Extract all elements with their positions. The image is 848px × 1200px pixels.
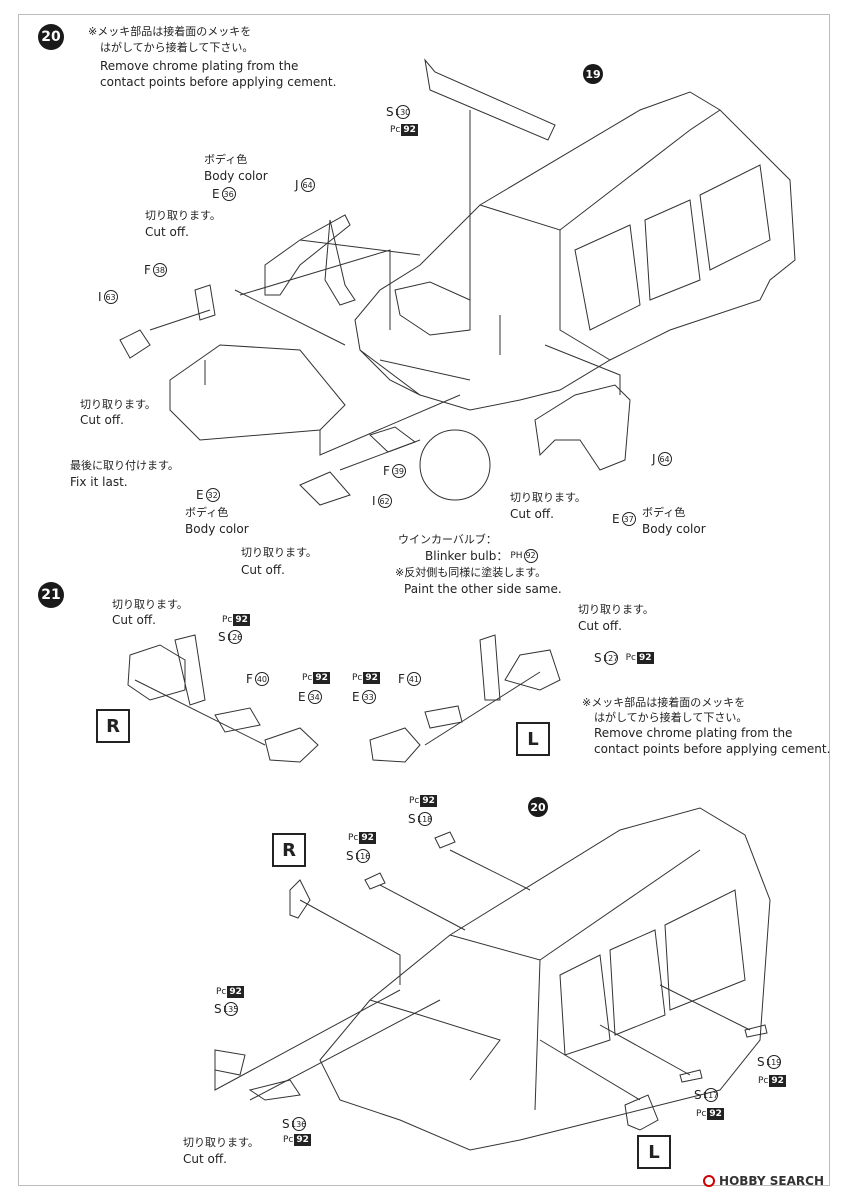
cutoff-en-1: Cut off.: [145, 225, 189, 239]
body-color-jp-e32: ボディ色: [185, 506, 229, 519]
chrome-note-en-2: contact points before applying cement.: [100, 75, 337, 89]
other-side-jp: ※反対側も同様に塗装します。: [395, 566, 547, 579]
body-part-20-badge: 20: [528, 797, 548, 817]
hobby-search-logo-icon: [703, 1175, 716, 1187]
side-label-l-lower: L: [637, 1135, 671, 1169]
step-number-20: 20: [38, 24, 64, 50]
body-color-en-e37: Body color: [642, 522, 706, 536]
cutoff-en-2: Cut off.: [80, 413, 124, 427]
chrome-note-en-1: Remove chrome plating from the: [100, 59, 299, 73]
cutoff-jp-6: 切り取ります。: [578, 603, 654, 616]
blinker-en: Blinker bulb：: [425, 549, 509, 563]
cutoff-en-5: Cut off.: [112, 613, 156, 627]
cutoff-en-3: Cut off.: [241, 563, 285, 577]
chrome-note-2-en-2: contact points before applying cement.: [594, 742, 831, 756]
step-number-21: 21: [38, 582, 64, 608]
cutoff-en-7: Cut off.: [183, 1152, 227, 1166]
cutoff-jp-1: 切り取ります。: [145, 209, 221, 222]
side-label-l-upper: L: [516, 722, 550, 756]
body-color-en-e32: Body color: [185, 522, 249, 536]
cutoff-en-6: Cut off.: [578, 619, 622, 633]
chrome-note-2-jp-2: はがしてから接着して下さい。: [594, 711, 748, 724]
side-label-r-lower: R: [272, 833, 306, 867]
side-label-r-upper: R: [96, 709, 130, 743]
fix-last-jp: 最後に取り付けます。: [70, 459, 179, 472]
cutoff-jp-2: 切り取ります。: [80, 398, 156, 411]
body-color-jp-e36: ボディ色: [204, 153, 248, 166]
watermark: HOBBY SEARCH: [703, 1174, 824, 1188]
chrome-note-2-en-1: Remove chrome plating from the: [594, 726, 793, 740]
body-part-19-badge: 19: [583, 64, 603, 84]
chrome-note-jp-1: ※メッキ部品は接着面のメッキを: [88, 25, 252, 38]
cutoff-en-4: Cut off.: [510, 507, 554, 521]
fix-last-en: Fix it last.: [70, 475, 128, 489]
chrome-note-jp-2: はがしてから接着して下さい。: [100, 41, 254, 54]
cutoff-jp-7: 切り取ります。: [183, 1136, 259, 1149]
body-color-jp-e37: ボディ色: [642, 506, 686, 519]
chrome-note-2-jp-1: ※メッキ部品は接着面のメッキを: [582, 696, 746, 709]
cutoff-jp-5: 切り取ります。: [112, 598, 188, 611]
cutoff-jp-3: 切り取ります。: [241, 546, 317, 559]
blinker-jp: ウインカーバルブ：: [398, 533, 497, 546]
body-color-en-e36: Body color: [204, 169, 268, 183]
other-side-en: Paint the other side same.: [404, 582, 562, 596]
cutoff-jp-4: 切り取ります。: [510, 491, 586, 504]
page-frame: [18, 14, 830, 1186]
